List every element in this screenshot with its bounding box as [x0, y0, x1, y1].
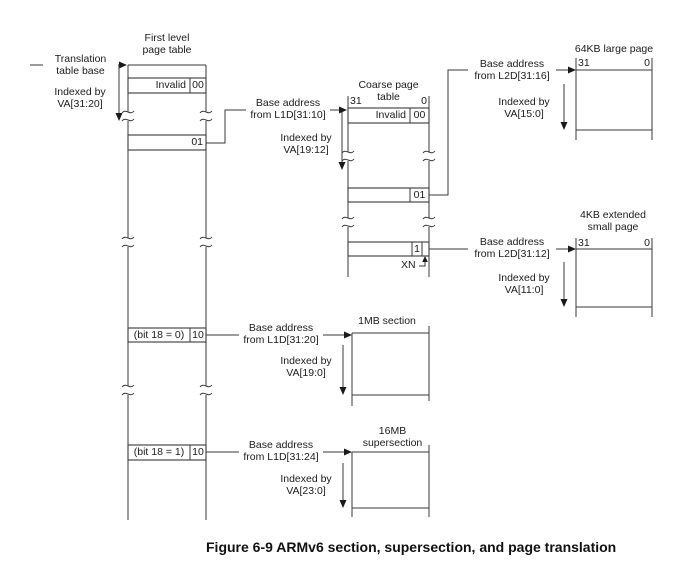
section-index-label: Indexed by VA[19:0]: [280, 355, 332, 379]
arrowhead-right-icon: [568, 66, 576, 74]
supersection-index-label: Indexed by VA[23:0]: [280, 473, 332, 497]
break-mark-icon: [341, 150, 355, 162]
large-page-title: 64KB large page: [574, 43, 654, 55]
first-level-supersection-entry: (bit 18 = 1): [133, 446, 185, 458]
first-level-section-entry: (bit 18 = 0): [133, 329, 185, 341]
first-level-table-outline: [121, 64, 213, 520]
coarse-large-page-type-bits: 01: [413, 189, 426, 201]
small-page-bit-0: 0: [644, 237, 650, 249]
large-page-index-label: Indexed by VA[15:0]: [498, 96, 550, 120]
coarse-invalid-entry: Invalid: [375, 109, 406, 121]
base-address-l2d-31-12-label: Base address from L2D[31:12]: [468, 236, 556, 260]
large-page-bit-0: 0: [644, 57, 650, 69]
small-page-box: [575, 238, 653, 317]
wire-l2-to-large-page: [429, 66, 576, 196]
base-address-l1d-31-10-label: Base address from L1D[31:10]: [246, 97, 330, 121]
wire-index-va-19-0: [339, 345, 347, 395]
coarse-index-label: Indexed by VA[19:12]: [280, 132, 332, 156]
coarse-table-title: Coarse page table: [358, 79, 419, 103]
small-page-bit-31: 31: [578, 237, 590, 249]
break-mark-icon: [199, 384, 213, 396]
arrowhead-up-icon: [422, 256, 428, 262]
arrowhead-down-icon: [339, 500, 347, 508]
first-level-supersection-type-bits: 10: [192, 446, 204, 458]
small-page-index-label: Indexed by VA[11:0]: [498, 272, 550, 296]
wire-xn-bit: [419, 256, 428, 267]
break-mark-icon: [422, 216, 436, 228]
wire-index-va-15-0: [560, 84, 568, 130]
supersection-box: [351, 445, 430, 517]
base-address-l2d-31-16-label: Base address from L2D[31:16]: [468, 58, 556, 82]
break-mark-icon: [341, 216, 355, 228]
arrowhead-right-icon: [339, 106, 347, 114]
section-title: 1MB section: [358, 315, 416, 327]
section-box: [351, 326, 430, 406]
arrowhead-right-icon: [344, 331, 352, 339]
wire-index-va-11-0: [560, 262, 568, 307]
first-level-invalid-entry: Invalid: [155, 79, 186, 91]
arrowhead-right-icon: [568, 245, 576, 253]
break-mark-icon: [121, 236, 135, 248]
supersection-title: 16MB supersection: [362, 425, 423, 449]
break-mark-icon: [422, 150, 436, 162]
arrowhead-down-icon: [115, 113, 123, 121]
break-mark-icon: [199, 236, 213, 248]
large-page-bit-31: 31: [578, 57, 590, 69]
translation-table-base-label: Translation table base: [43, 53, 118, 77]
coarse-invalid-type-bits: 00: [413, 109, 426, 121]
base-address-l1d-31-24-label: Base address from L1D[31:24]: [239, 439, 323, 463]
arrowhead-down-icon: [560, 122, 568, 130]
arrowhead-right-icon: [344, 448, 352, 456]
arrowhead-right-icon: [119, 61, 127, 69]
small-page-title: 4KB extended small page: [580, 209, 646, 233]
break-mark-icon: [199, 110, 213, 122]
first-level-table-title: First level page table: [142, 32, 192, 56]
arrowhead-down-icon: [560, 299, 568, 307]
arrowhead-down-icon: [338, 162, 346, 170]
break-mark-icon: [121, 110, 135, 122]
arrowhead-down-icon: [339, 387, 347, 395]
wire-index-va-31-20: [115, 65, 123, 121]
wire-index-va-23-0: [339, 463, 347, 508]
first-level-coarse-type-bits: 01: [191, 136, 203, 148]
coarse-small-page-type-bit: 1: [414, 243, 420, 255]
coarse-page-table-outline: [341, 96, 436, 277]
xn-bit-label: XN: [401, 259, 416, 271]
break-mark-icon: [121, 384, 135, 396]
first-level-section-type-bits: 10: [192, 329, 204, 341]
coarse-table-bit-0: 0: [421, 95, 427, 107]
wire-index-va-19-12: [338, 112, 346, 170]
first-level-invalid-type-bits: 00: [192, 79, 204, 91]
coarse-table-bit-31: 31: [350, 95, 362, 107]
figure-caption: Figure 6-9 ARMv6 section, supersection, …: [206, 539, 617, 555]
large-page-box: [575, 58, 653, 140]
base-address-l1d-31-20-label: Base address from L1D[31:20]: [239, 322, 323, 346]
first-level-index-label: Indexed by VA[31:20]: [54, 86, 106, 110]
